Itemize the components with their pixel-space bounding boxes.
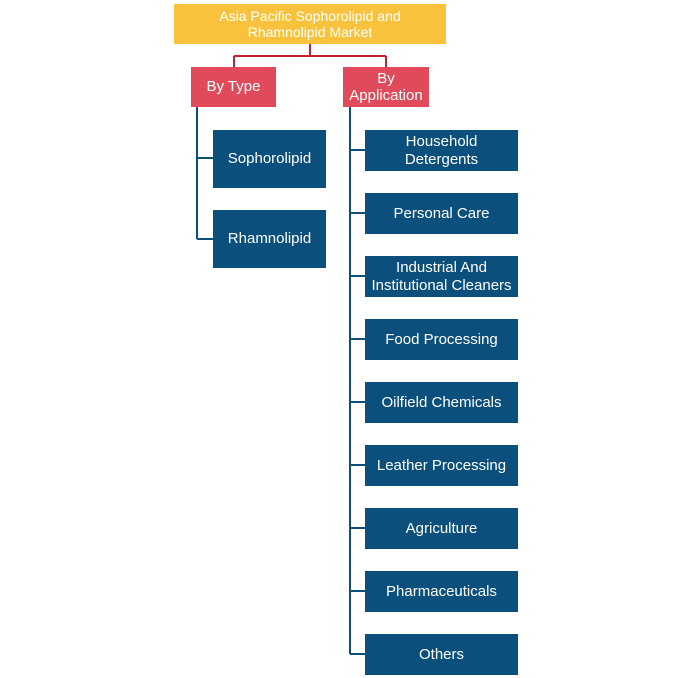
type-connector — [196, 107, 213, 240]
application-item-label: Others — [418, 645, 464, 663]
root-connector — [233, 44, 387, 67]
type-item-label: Rhamnolipid — [227, 230, 312, 248]
application-item-label: Industrial And Institutional Cleaners — [371, 259, 511, 294]
application-item-label-line-1: Industrial And — [396, 259, 487, 277]
application-item-label: Personal Care — [393, 204, 490, 222]
application-item-label: Household Detergents — [405, 133, 478, 168]
market-title: Asia Pacific Sophorolipid and Rhamnolipi… — [219, 8, 400, 40]
market-title-line-1: Asia Pacific Sophorolipid and — [219, 7, 401, 24]
application-item-label-line-2: Detergents — [404, 150, 479, 168]
application-item-label: Oilfield Chemicals — [381, 393, 502, 411]
application-item-label: Agriculture — [405, 519, 478, 537]
type-item-rhamnolipid: Rhamnolipid — [213, 210, 326, 268]
application-item-others: Others — [365, 634, 518, 675]
application-item-household-detergents: Household Detergents — [365, 130, 518, 171]
type-item-label: Sophorolipid — [227, 150, 312, 168]
application-item-oilfield-chemicals: Oilfield Chemicals — [365, 382, 518, 423]
by-type-label: By Type — [206, 78, 261, 96]
application-item-agriculture: Agriculture — [365, 508, 518, 549]
by-application-label: By Application — [349, 70, 422, 105]
application-item-label: Leather Processing — [376, 456, 507, 474]
market-title-box: Asia Pacific Sophorolipid and Rhamnolipi… — [174, 4, 446, 44]
by-application-label-line-1: By — [377, 69, 395, 87]
application-item-industrial-institutional-cleaners: Industrial And Institutional Cleaners — [365, 256, 518, 297]
application-item-label-line-2: Institutional Cleaners — [371, 276, 512, 294]
type-item-sophorolipid: Sophorolipid — [213, 130, 326, 188]
application-item-pharmaceuticals: Pharmaceuticals — [365, 571, 518, 612]
application-connector — [349, 107, 365, 655]
by-type-box: By Type — [191, 67, 276, 107]
application-item-label: Pharmaceuticals — [386, 582, 497, 600]
application-item-personal-care: Personal Care — [365, 193, 518, 234]
application-item-label: Food Processing — [385, 330, 498, 348]
application-item-label-line-1: Household — [405, 133, 478, 151]
application-item-leather-processing: Leather Processing — [365, 445, 518, 486]
by-application-label-line-2: Application — [349, 87, 423, 104]
by-application-box: By Application — [343, 67, 429, 107]
application-item-food-processing: Food Processing — [365, 319, 518, 360]
market-title-line-2: Rhamnolipid Market — [247, 24, 373, 40]
